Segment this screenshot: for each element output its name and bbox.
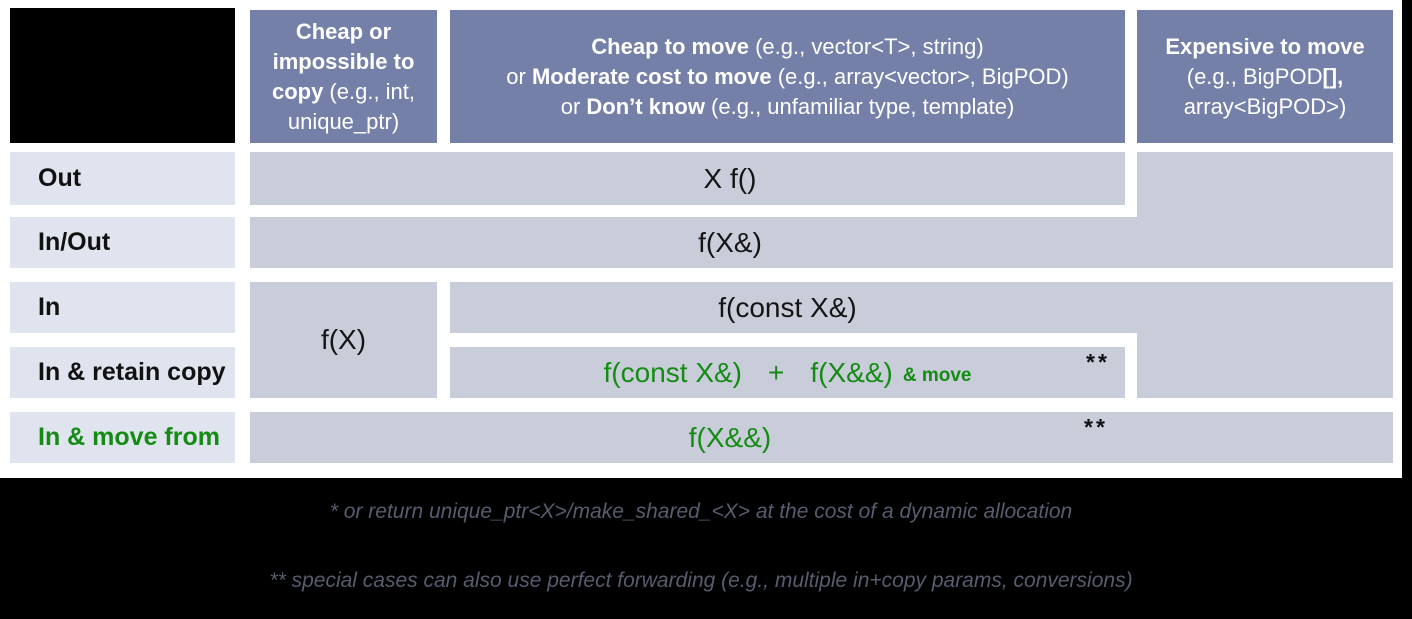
line-bold: Cheap to move: [591, 33, 749, 59]
header-bold-text: Cheap or impossible to copy: [271, 18, 415, 104]
cell-move-from-span: [250, 412, 1393, 463]
row-label-in: In: [10, 282, 235, 333]
header-text: Expensive to move (e.g., BigPOD[], array…: [1147, 32, 1383, 122]
footnote-dynamic-allocation: * or return unique_ptr<X>/make_shared_<X…: [329, 500, 1073, 523]
line-post: (e.g., unfamiliar type, template): [704, 93, 1015, 119]
row-label-out: Out: [10, 152, 235, 205]
cell-expensive-in-retain: [1137, 282, 1393, 398]
double-asterisk-retain: **: [1086, 349, 1110, 375]
line-pre: or: [560, 93, 587, 119]
header-normal-text: (e.g., BigPOD: [1186, 63, 1323, 89]
header-cheap-to-move: Cheap to move (e.g., vector<T>, string) …: [450, 10, 1125, 143]
header-bold-text: Expensive to move: [1165, 33, 1365, 59]
header-line-2: or Moderate cost to move (e.g., array<ve…: [506, 62, 1068, 92]
double-asterisk-move: **: [1084, 414, 1108, 440]
header-normal-text: (e.g., int, unique_ptr): [287, 78, 416, 134]
header-expensive-to-move: Expensive to move (e.g., BigPOD[], array…: [1137, 10, 1393, 143]
cell-retain-span: [450, 347, 1125, 398]
header-cheap-or-impossible-to-copy: Cheap or impossible to copy (e.g., int, …: [250, 10, 437, 143]
cell-inout-span: [250, 217, 1393, 268]
cell-out-span: [250, 152, 1125, 205]
cell-cheap-copy-in: [250, 282, 437, 398]
row-label-in-move-from: In & move from: [10, 412, 235, 463]
header-bold-brackets: [],: [1322, 63, 1344, 89]
header-line-1: Cheap to move (e.g., vector<T>, string): [591, 32, 983, 62]
line-bold: Moderate cost to move: [531, 63, 772, 89]
row-label-in-out: In/Out: [10, 217, 235, 268]
line-post: (e.g., vector<T>, string): [748, 33, 984, 59]
footnote-perfect-forwarding: ** special cases can also use perfect fo…: [269, 569, 1133, 592]
line-pre: or: [506, 63, 532, 89]
line-bold: Don’t know: [586, 93, 705, 119]
row-label-in-retain-copy: In & retain copy: [10, 347, 235, 398]
line-post: (e.g., array<vector>, BigPOD): [771, 63, 1069, 89]
header-line-3: or Don’t know (e.g., unfamiliar type, te…: [561, 92, 1015, 122]
corner-black-box: [10, 8, 235, 143]
header-text: Cheap or impossible to copy (e.g., int, …: [256, 17, 431, 137]
header-normal-text: array<BigPOD>): [1183, 93, 1347, 119]
